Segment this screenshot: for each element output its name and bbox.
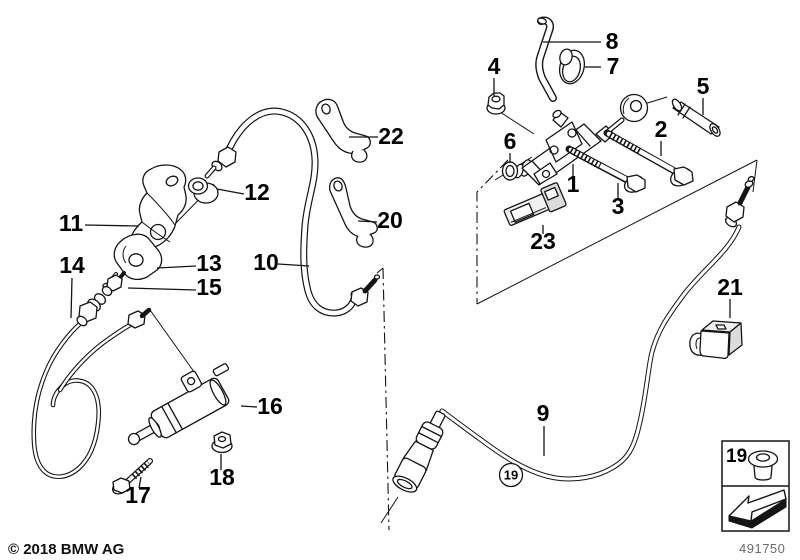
grommet-drawing-7: [558, 48, 586, 85]
master-cylinder-drawing-1: [514, 93, 649, 186]
nut-drawing-4: [486, 92, 506, 115]
hose-to-pipe-fittings: [76, 271, 126, 327]
clutch-pipe-loop-drawing: [31, 307, 152, 479]
callout-label-10[interactable]: 10: [253, 249, 279, 275]
callout-leader-13: [156, 265, 197, 269]
o-ring-drawing-6: [501, 161, 519, 181]
slave-cylinder-drawing: [127, 363, 230, 446]
callout-label-4[interactable]: 4: [488, 53, 501, 79]
rubber-holder-drawing-21: [689, 320, 743, 360]
callout-leader-12: [216, 188, 245, 195]
callout-label-6[interactable]: 6: [504, 128, 517, 154]
callout-label-2[interactable]: 2: [655, 116, 668, 142]
callout-label-3[interactable]: 3: [612, 193, 625, 219]
copyright-text: © 2018 BMW AG: [8, 541, 124, 558]
reservoir-pipe-drawing-8: [535, 16, 557, 102]
retaining-bracket-drawing-20: [329, 177, 378, 248]
callout-leader-20: [357, 220, 378, 223]
sleeve-drawing-23: [503, 182, 567, 226]
callout-leader-15: [127, 287, 197, 291]
callout-label-5[interactable]: 5: [697, 73, 710, 99]
bolt-drawing-3: [565, 145, 646, 193]
callout-label-1[interactable]: 1: [567, 171, 580, 197]
callout-label-22[interactable]: 22: [378, 123, 404, 149]
callout-label-21[interactable]: 21: [717, 274, 743, 300]
pin-drawing-5: [671, 98, 721, 137]
callout-label-20[interactable]: 20: [377, 207, 403, 233]
callout-label-23[interactable]: 23: [530, 228, 556, 254]
callout-leader-14: [70, 277, 73, 319]
callout-label-12[interactable]: 12: [244, 179, 270, 205]
pipe-union-fitting: [127, 307, 152, 329]
circled-marker-label[interactable]: 19: [504, 468, 518, 483]
pipe-end-fitting: [724, 175, 755, 228]
callout-label-18[interactable]: 18: [209, 464, 235, 490]
callout-label-16[interactable]: 16: [257, 393, 283, 419]
callout-label-7[interactable]: 7: [607, 53, 620, 79]
callout-label-8[interactable]: 8: [606, 28, 619, 54]
callout-label-15[interactable]: 15: [196, 274, 222, 300]
bolt-drawing-17: [111, 458, 153, 495]
holder-bracket-drawing: [129, 164, 187, 254]
quick-connector: [392, 410, 446, 493]
callout-label-9[interactable]: 9: [537, 400, 550, 426]
circled-position-marker[interactable]: 19: [498, 462, 524, 488]
callout-label-11[interactable]: 11: [59, 210, 84, 236]
callout-leader-16: [240, 405, 258, 408]
legend-item-label: 19: [726, 446, 747, 467]
callout-leader-11: [84, 224, 140, 227]
direction-arrow-icon: [728, 489, 787, 529]
retaining-bracket-drawing-22: [315, 98, 371, 163]
callout-leader-10: [277, 263, 310, 267]
hose-lower-fitting: [350, 274, 381, 307]
clutch-hose-drawing: [204, 107, 381, 317]
expansion-rivet-icon: [747, 450, 779, 481]
assembly-axis-lines: [135, 96, 758, 531]
legend-box: 19: [721, 440, 790, 532]
callout-label-13[interactable]: 13: [196, 250, 222, 276]
hose-upper-fitting: [204, 146, 237, 179]
callout-label-14[interactable]: 14: [59, 252, 85, 278]
diagram-number: 491750: [739, 541, 785, 556]
clutch-pipe-drawing-9: [392, 175, 755, 493]
callout-leader-17: [138, 476, 142, 489]
callout-label-17[interactable]: 17: [125, 482, 151, 508]
nut-drawing-18: [211, 431, 233, 454]
grommet-drawing-12: [187, 177, 219, 204]
bolt-drawing-2: [603, 129, 694, 187]
